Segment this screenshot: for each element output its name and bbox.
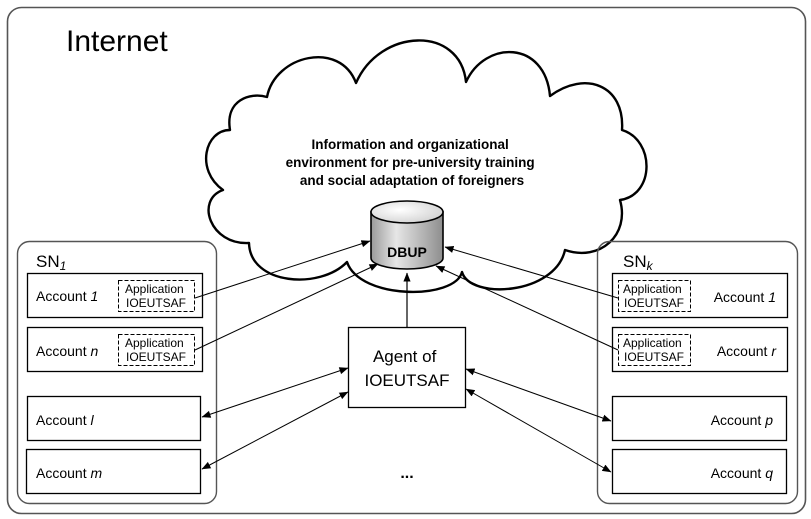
arrow-agent-left-account-m [201, 391, 349, 470]
cloud-text-line-2: environment for pre-university training [286, 155, 535, 170]
arrow-right-app1-to-db [444, 245, 619, 299]
right-account-r-app[interactable] [618, 334, 691, 366]
arrow-agent-left-account-l [201, 367, 349, 418]
right-account-p[interactable] [611, 395, 788, 442]
arrow-right-appr-to-db [435, 265, 619, 351]
right-network-title: SNk [623, 252, 654, 273]
left-account-l[interactable] [26, 395, 202, 442]
right-account-1-label: Account 1 [714, 289, 776, 305]
cloud-text-line-1: Information and organizational [311, 137, 508, 152]
agent-label-line-2: IOEUTSAF [364, 371, 449, 390]
arrow-agent-right-account-q [465, 388, 612, 473]
right-account-r-label: Account r [717, 343, 777, 359]
left-account-1-app[interactable] [118, 280, 195, 312]
left-network-title: SN1 [36, 252, 66, 273]
right-account-1-app-label: Application IOEUTSAF [623, 282, 685, 310]
left-account-n-app-label: Application IOEUTSAF [125, 336, 187, 364]
svg-text:Information and organizational: Information and organizational environme… [286, 137, 539, 188]
right-account-r-app-label: Application IOEUTSAF [623, 336, 685, 364]
left-account-n-app[interactable] [118, 334, 195, 366]
database-label: DBUP [387, 244, 427, 260]
agent-label-line-1: Agent of [373, 347, 437, 366]
cloud-text-line-3: and social adaptation of foreigners [300, 173, 524, 188]
left-account-m-label: Account m [36, 465, 102, 481]
arrow-left-app1-to-db [194, 240, 371, 299]
left-account-1-label: Account 1 [36, 288, 98, 304]
right-account-q[interactable] [611, 448, 788, 495]
agent-box[interactable] [347, 326, 467, 409]
right-account-1-app[interactable] [618, 280, 691, 312]
right-account-p-label: Account p [711, 412, 773, 428]
database-icon [370, 200, 444, 270]
arrow-left-appn-to-db [194, 263, 379, 351]
svg-text:Agent of IOEUTSAF: Agent of IOEUTSAF [364, 347, 449, 390]
left-account-m[interactable] [25, 448, 202, 495]
internet-boundary [6, 6, 807, 515]
left-account-1-app-label: Application IOEUTSAF [125, 282, 187, 310]
ellipsis: ... [400, 465, 413, 482]
left-account-l-label: Account l [36, 412, 94, 428]
right-account-q-label: Account q [711, 465, 773, 481]
arrow-agent-right-account-p [465, 368, 612, 422]
internet-label: Internet [66, 25, 168, 58]
left-account-n-label: Account n [36, 343, 98, 359]
cloud-shape [205, 39, 648, 294]
